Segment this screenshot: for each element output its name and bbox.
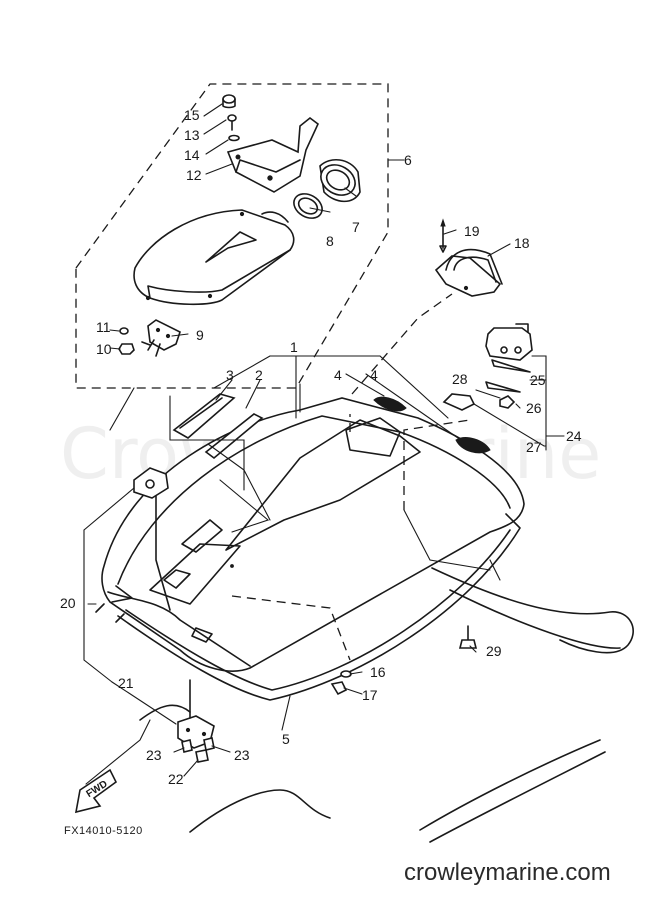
bracket-part-12 bbox=[226, 116, 319, 193]
callout-16: 16 bbox=[370, 664, 386, 680]
callout-1: 1 bbox=[290, 339, 298, 355]
pads-part-4 bbox=[373, 396, 491, 454]
callout-15: 15 bbox=[184, 107, 200, 123]
callout-4-left: 4 bbox=[334, 367, 342, 383]
fasteners-15-13-14 bbox=[222, 94, 240, 142]
callout-10: 10 bbox=[96, 341, 112, 357]
callout-numbers: 1 2 3 4 4 5 6 7 8 9 10 11 12 13 14 15 16… bbox=[60, 107, 582, 787]
hinge-part-9 bbox=[118, 319, 181, 357]
fasteners-16-17-29 bbox=[330, 625, 478, 696]
assembly-dashed-box bbox=[75, 83, 389, 389]
callout-18: 18 bbox=[514, 235, 530, 251]
callout-23-left: 23 bbox=[146, 747, 162, 763]
callout-9: 9 bbox=[196, 327, 204, 343]
hull-outline bbox=[139, 567, 634, 843]
callout-2: 2 bbox=[255, 367, 263, 383]
latch-plate-21 bbox=[177, 679, 215, 763]
callout-22: 22 bbox=[168, 771, 184, 787]
callout-8: 8 bbox=[326, 233, 334, 249]
callout-3: 3 bbox=[226, 367, 234, 383]
rings-7-8 bbox=[293, 159, 361, 219]
callout-11: 11 bbox=[96, 319, 111, 335]
cover-parts-25-28 bbox=[442, 323, 533, 411]
callout-4-right: 4 bbox=[370, 367, 378, 383]
latch-part-20 bbox=[133, 467, 171, 611]
callout-17: 17 bbox=[362, 687, 378, 703]
cowling-top bbox=[133, 209, 295, 306]
callout-20: 20 bbox=[60, 595, 76, 611]
bracket-part-18 bbox=[434, 218, 503, 297]
callout-19: 19 bbox=[464, 223, 480, 239]
gasket-part-5 bbox=[95, 513, 521, 701]
diagram-code: FX14010-5120 bbox=[64, 825, 143, 837]
callout-14: 14 bbox=[184, 147, 200, 163]
callout-28: 28 bbox=[452, 371, 468, 387]
callout-25: 25 bbox=[530, 372, 546, 388]
callout-23-right: 23 bbox=[234, 747, 250, 763]
callout-5: 5 bbox=[282, 731, 290, 747]
callout-29: 29 bbox=[486, 643, 502, 659]
callout-12: 12 bbox=[186, 167, 202, 183]
callout-26: 26 bbox=[526, 400, 542, 416]
leader-lines bbox=[83, 103, 565, 785]
strips-2-3 bbox=[169, 393, 271, 533]
callout-13: 13 bbox=[184, 127, 200, 143]
website-label[interactable]: crowleymarine.com bbox=[404, 859, 611, 886]
callout-27: 27 bbox=[526, 439, 542, 455]
callout-24: 24 bbox=[566, 428, 582, 444]
callout-21: 21 bbox=[118, 675, 134, 691]
callout-6: 6 bbox=[404, 152, 412, 168]
callout-7: 7 bbox=[352, 219, 360, 235]
